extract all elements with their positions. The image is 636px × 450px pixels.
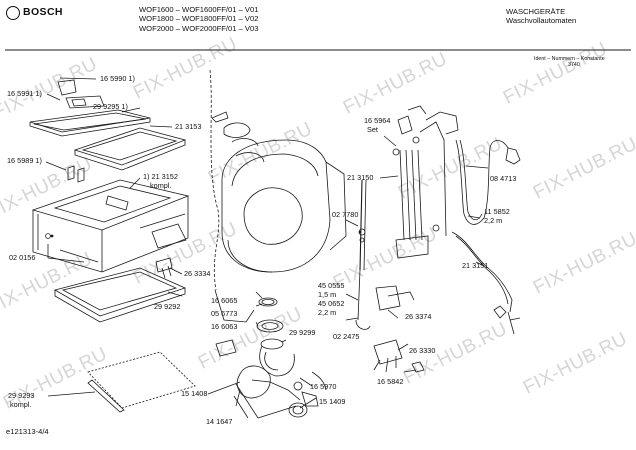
valve-block xyxy=(397,115,413,135)
part-label: 08 4713 xyxy=(490,174,517,183)
knob-part xyxy=(57,79,77,96)
lid-frame xyxy=(73,127,187,166)
part-label: 02 0156 xyxy=(9,253,36,262)
model-list: WOF1600 – WOF1600FF/01 – V01 WOF1800 – W… xyxy=(139,5,258,33)
part-label: 16 5989 1) xyxy=(7,156,42,165)
model-line: WOF1600 – WOF1600FF/01 – V01 xyxy=(139,5,259,14)
motor-part xyxy=(373,339,403,365)
part-label: 2,2 m xyxy=(484,216,503,225)
document-id: e121313-4/4 xyxy=(6,427,49,436)
detergent-drawer-part xyxy=(65,95,105,109)
part-label: 15 1408 xyxy=(181,389,208,398)
part-label: 11 5852 xyxy=(484,207,510,216)
part-label: 45 0652 xyxy=(318,299,345,308)
part-label: 21 3151 xyxy=(462,261,489,270)
bearing-part xyxy=(223,122,251,138)
inner-lid xyxy=(87,351,196,409)
ident-label: Ident – Nummern – Konstante xyxy=(534,56,605,62)
part-label: 21 3153 xyxy=(175,122,202,131)
pump-housing xyxy=(236,365,271,399)
model-line: WOF2000 – WOF2000FF/01 – V03 xyxy=(139,23,259,33)
part-label: 29 9299 xyxy=(289,328,316,337)
part-label: 16 5990 1) xyxy=(100,74,135,83)
part-label: 02 2475 xyxy=(333,332,360,341)
part-label: 21 3150 xyxy=(347,173,374,182)
inlet-hose xyxy=(455,139,509,225)
part-label: 29 9292 xyxy=(154,302,181,311)
outer-tub xyxy=(221,139,331,273)
part-label: 26 3374 xyxy=(405,312,432,321)
part-label: 1,5 m xyxy=(318,290,337,299)
pump-part xyxy=(375,285,401,311)
switch-assembly xyxy=(151,223,187,249)
part-label: 29 9295 1) xyxy=(93,102,128,111)
part-label: 16 5842 xyxy=(377,377,404,386)
part-label: 14 1647 xyxy=(206,417,233,426)
part-label: 26 3334 xyxy=(184,269,211,278)
part-label: 15 1409 xyxy=(319,397,346,406)
part-label: 16 6063 xyxy=(211,322,238,331)
category-block: WASCHGERÄTE Waschvollautomaten xyxy=(506,7,576,26)
part-label: 16 5964 xyxy=(364,116,391,125)
ident-value: 3740 xyxy=(568,62,580,68)
part-label: 16 5991 1) xyxy=(7,89,42,98)
model-line: WOF1800 – WOF1800FF/01 – V02 xyxy=(139,14,259,24)
drain-hose xyxy=(451,231,513,313)
part-label: kompl. xyxy=(10,400,32,409)
part-label: Set xyxy=(367,125,378,134)
bosch-logo-icon xyxy=(6,6,20,20)
brand-name: BOSCH xyxy=(23,6,63,18)
part-label: 29 9293 xyxy=(8,391,35,400)
part-label: 2,2 m xyxy=(318,308,337,317)
category-title: WASCHGERÄTE xyxy=(506,7,566,16)
part-label: 05 6773 xyxy=(211,309,238,318)
part-label: 02 7780 xyxy=(332,210,359,219)
part-label: 16 5970 xyxy=(310,382,337,391)
part-label: 1) 21 3152 xyxy=(143,172,178,181)
part-label: 45 0555 xyxy=(318,281,345,290)
category-subtitle: Waschvollautomaten xyxy=(506,16,577,26)
part-label: kompl. xyxy=(150,181,172,190)
part-label: 16 6065 xyxy=(211,296,238,305)
part-label: 26 3330 xyxy=(409,346,436,355)
